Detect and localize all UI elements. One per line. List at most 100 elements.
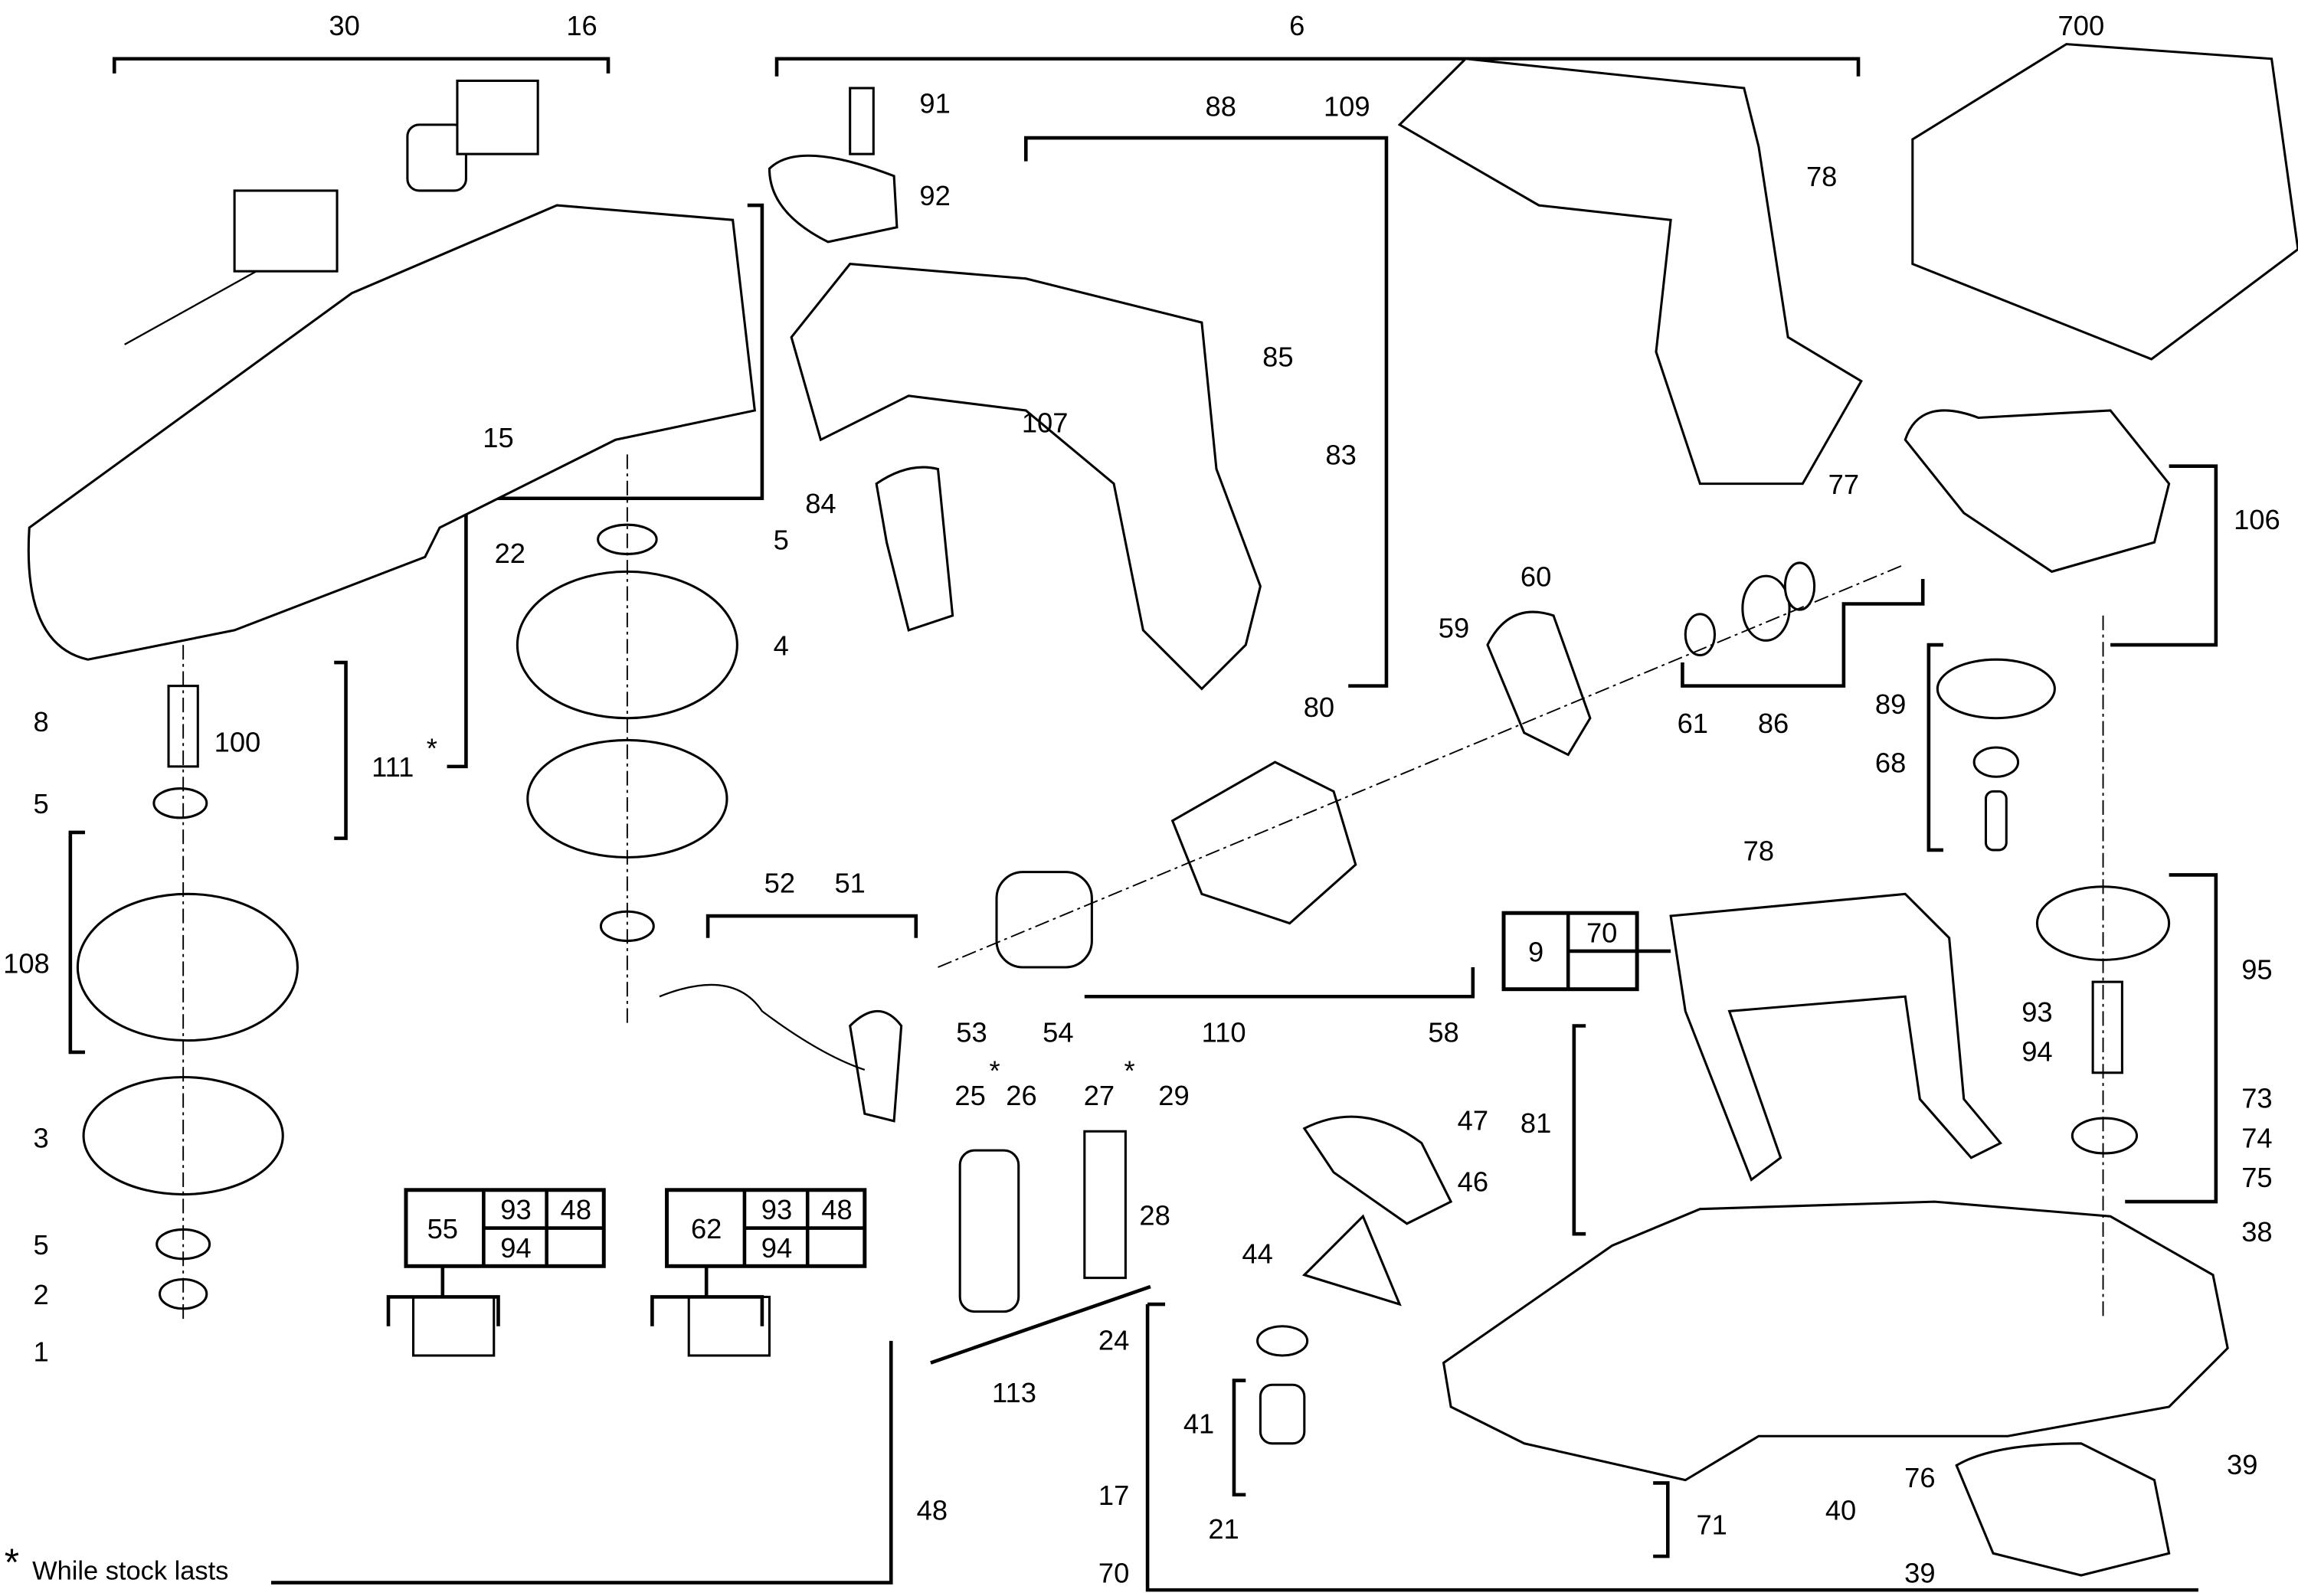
callout-label: 100: [214, 727, 261, 758]
callout-label: 3: [33, 1122, 48, 1153]
callout-label: 106: [2234, 504, 2280, 535]
callout-label: 28: [1139, 1200, 1170, 1231]
callout-label: 110: [1202, 1017, 1246, 1048]
guide-block-62: [687, 1295, 771, 1357]
spring-part-30: [406, 123, 467, 192]
callout-label: 29: [1158, 1080, 1189, 1111]
light-cover-92: [768, 154, 899, 244]
bracket-86: [1681, 578, 1925, 688]
callout-label: 26: [1006, 1080, 1036, 1111]
shield-44: [1301, 1214, 1402, 1307]
callout-label: 70: [1098, 1558, 1129, 1589]
callout-label: 21: [1208, 1513, 1239, 1545]
table-55-main: 55: [427, 1213, 458, 1244]
gear-86: [1741, 574, 1791, 642]
bracket-41: [1232, 1379, 1246, 1497]
table-62-cell: 93: [761, 1194, 792, 1225]
table-9: 9 70: [1501, 911, 1671, 992]
bracket-89: [1926, 643, 1943, 852]
callout-label: 81: [1521, 1107, 1551, 1139]
bracket-71: [1653, 1481, 1670, 1558]
shaft-95: [2091, 980, 2123, 1074]
table-55: 55 93 48 94: [386, 1188, 606, 1326]
callout-label: 88: [1206, 90, 1236, 122]
callout-label: 61: [1678, 708, 1708, 739]
table-62-main: 62: [691, 1213, 722, 1244]
bracket-25: [958, 1149, 1020, 1313]
callout-label: 22: [495, 538, 525, 569]
bracket-109: [1023, 136, 1389, 688]
bracket-106: [2110, 464, 2218, 647]
callout-label: 113: [992, 1377, 1036, 1408]
main-handle-frame: [1669, 892, 2003, 1182]
wire-harness: [659, 983, 866, 1071]
callout-label: 39: [1904, 1558, 1935, 1589]
table-55-cell: 48: [561, 1194, 591, 1225]
callout-label: 91: [919, 88, 950, 119]
callout-label: 77: [1828, 469, 1859, 500]
table-62: 62 93 48 94: [650, 1188, 867, 1326]
callout-label: 75: [2241, 1162, 2272, 1193]
handle-housing: [1397, 57, 1863, 486]
callout-label: 80: [1304, 692, 1334, 723]
gear-cover-76: [1955, 1442, 2171, 1577]
long-bolt: [124, 270, 257, 345]
table-62-cell: 94: [761, 1232, 792, 1264]
callout-label: 89: [1875, 688, 1906, 720]
gear-95: [2035, 885, 2171, 961]
gearbox-cover-60: [1486, 610, 1592, 757]
bracket-48: [270, 1340, 893, 1585]
bracket-111: [334, 660, 348, 840]
bracket-part-16: [456, 79, 539, 155]
plate-27: [1083, 1130, 1127, 1280]
pin-68: [1984, 790, 2008, 852]
bushing-24: [1256, 1325, 1309, 1357]
callout-label: 39: [2227, 1449, 2257, 1480]
callout-label: 73: [2241, 1083, 2272, 1114]
callout-label: 51: [834, 867, 865, 898]
blade-guard-cover: [27, 204, 757, 661]
bracket-30: [112, 57, 611, 74]
trigger-84: [875, 466, 954, 632]
callout-label: 84: [805, 488, 836, 519]
bracket-17: [1145, 1302, 2198, 1592]
callout-label: 2: [33, 1279, 48, 1310]
callout-label: 700: [2058, 10, 2105, 41]
callout-label: 68: [1875, 747, 1906, 779]
bushing-41: [1259, 1383, 1306, 1445]
callout-label: 78: [1743, 835, 1774, 866]
callout-label: 4: [774, 630, 789, 661]
callout-label: 58: [1428, 1017, 1458, 1048]
bracket-51: [705, 914, 918, 938]
callout-label: 60: [1521, 561, 1551, 593]
callout-label: 53: [956, 1017, 987, 1048]
callout-label: 48: [917, 1494, 948, 1526]
switch-assembly-51: [849, 1009, 903, 1123]
washer-5-left: [152, 787, 208, 819]
callout-label: 24: [1098, 1324, 1129, 1356]
callout-label: 85: [1262, 342, 1293, 373]
footnote-text: While stock lasts: [32, 1557, 228, 1586]
bevel-gear-89: [1936, 658, 2056, 720]
armature-110: [1170, 760, 1357, 925]
screw-91: [849, 87, 875, 155]
while-stock-lasts-mark: *: [989, 1055, 1000, 1086]
table-62-cell: 48: [821, 1194, 852, 1225]
callout-label: 47: [1458, 1104, 1488, 1136]
magnet-54: [995, 871, 1093, 969]
callout-label: 108: [3, 948, 50, 980]
callout-label: 38: [2241, 1216, 2272, 1248]
callout-label: 40: [1825, 1494, 1856, 1526]
callout-label: 44: [1242, 1238, 1272, 1269]
wheel-108: [76, 892, 299, 1042]
bracket-113: [930, 1284, 1151, 1365]
callout-label: 109: [1324, 90, 1370, 122]
table-55-cell: 93: [500, 1194, 531, 1225]
gear-61: [1684, 613, 1717, 656]
table-55-cell: 94: [500, 1232, 531, 1264]
bracket-110: [1084, 966, 1475, 999]
block-part: [233, 189, 339, 273]
callout-label: 107: [1022, 407, 1069, 439]
table-9-cell: 70: [1586, 917, 1617, 948]
